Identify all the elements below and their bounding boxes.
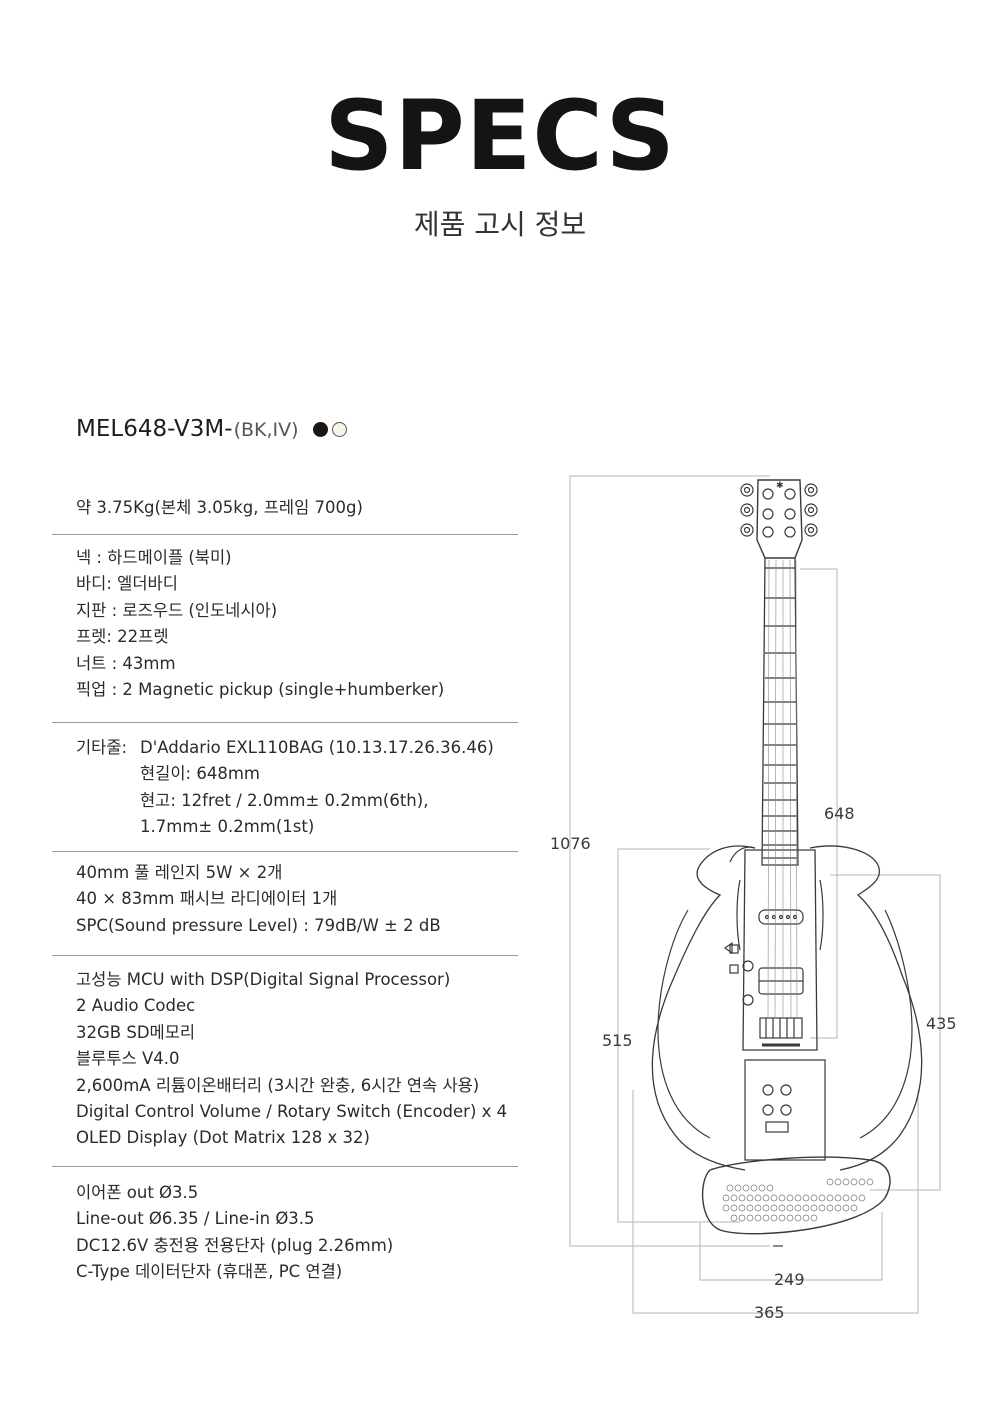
model-code: MEL648-V3M- [76,416,233,442]
spec-line: 지판 : 로즈우드 (인도네시아) [76,600,278,620]
spec-line: 32GB SD메모리 [76,1022,196,1042]
spec-block-io: 이어폰 out Ø3.5 Line-out Ø6.35 / Line-in Ø3… [52,1167,518,1300]
headstock: ✱ [740,479,818,559]
speaker-grille [701,1156,891,1247]
dim-body-width: 249 [774,1270,805,1289]
spec-line: 블루투스 V4.0 [76,1049,180,1069]
dim-frame-width: 365 [754,1303,785,1322]
spec-block-speaker: 40mm 풀 레인지 5W × 2개 40 × 83mm 패시브 라디에이터 1… [52,852,518,956]
spec-block-strings: 기타줄: D'Addario EXL110BAG (10.13.17.26.36… [52,723,518,852]
dimension-lines [569,475,941,1314]
page-title: SPECS [324,80,676,192]
spec-line: 40mm 풀 레인지 5W × 2개 [76,863,283,882]
guitar-body [723,559,824,1051]
spec-line: 약 3.75Kg(본체 3.05kg, 프레임 700g) [76,498,363,517]
color-swatch-ivory [331,422,347,437]
strings-value: D'Addario EXL110BAG (10.13.17.26.36.46) [140,738,494,757]
spec-line: Line-out Ø6.35 / Line-in Ø3.5 [76,1209,315,1229]
color-swatch-black [312,422,328,437]
spec-block-weight: 약 3.75Kg(본체 3.05kg, 프레임 700g) [52,484,518,535]
model-name-row: MEL648-V3M- (BK,IV) [76,416,347,442]
spec-line: 40 × 83mm 패시브 라디에이터 1개 [76,889,338,909]
spec-line: 바디: 엘더바디 [76,574,178,594]
page-subtitle: 제품 고시 정보 [413,208,587,241]
spec-line: 프렛: 22프렛 [76,627,169,647]
spec-line: 고성능 MCU with DSP(Digital Signal Processo… [76,970,451,989]
spec-line: 현길이: 648mm [140,764,260,784]
spec-line: 너트 : 43mm [76,653,176,673]
spec-line: 이어폰 out Ø3.5 [76,1183,199,1202]
spec-line: 넥 : 하드메이플 (북미) [76,548,232,567]
guitar-dimension-diagram: ✱ [540,470,970,1330]
spec-line: 1.7mm± 0.2mm(1st) [140,817,315,837]
dim-frame-length: 435 [926,1014,957,1033]
spec-line: C-Type 데이터단자 (휴대폰, PC 연결) [76,1262,343,1282]
dim-body-length: 515 [602,1031,633,1050]
spec-block-materials: 넥 : 하드메이플 (북미) 바디: 엘더바디 지판 : 로즈우드 (인도네시아… [52,535,518,723]
spec-line: SPC(Sound pressure Level) : 79dB/W ± 2 d… [76,915,441,935]
spec-line: 2 Audio Codec [76,996,196,1016]
control-box [744,1059,826,1161]
spec-block-electronics: 고성능 MCU with DSP(Digital Signal Processo… [52,956,518,1167]
strings-label: 기타줄: [76,738,128,757]
spec-line: OLED Display (Dot Matrix 128 x 32) [76,1128,370,1148]
guitar-neck [761,557,799,866]
spec-list: 약 3.75Kg(본체 3.05kg, 프레임 700g) 넥 : 하드메이플 … [52,484,518,1300]
dim-scale-length: 648 [824,804,855,823]
guitar-frame [651,845,923,1171]
dim-total-length: 1076 [550,834,591,853]
guitar-drawing: ✱ [569,475,941,1314]
spec-line: 2,600mA 리튬이온배터리 (3시간 완충, 6시간 연속 사용) [76,1075,480,1095]
svg-text:✱: ✱ [776,481,784,491]
model-variant: (BK,IV) [233,419,299,441]
spec-line: Digital Control Volume / Rotary Switch (… [76,1102,508,1122]
spec-line: 기타줄: D'Addario EXL110BAG (10.13.17.26.36… [76,735,518,761]
spec-line: 현고: 12fret / 2.0mm± 0.2mm(6th), [140,790,429,810]
spec-line: DC12.6V 충전용 전용단자 (plug 2.26mm) [76,1235,394,1255]
spec-line: 픽업 : 2 Magnetic pickup (single+humberker… [76,680,445,700]
